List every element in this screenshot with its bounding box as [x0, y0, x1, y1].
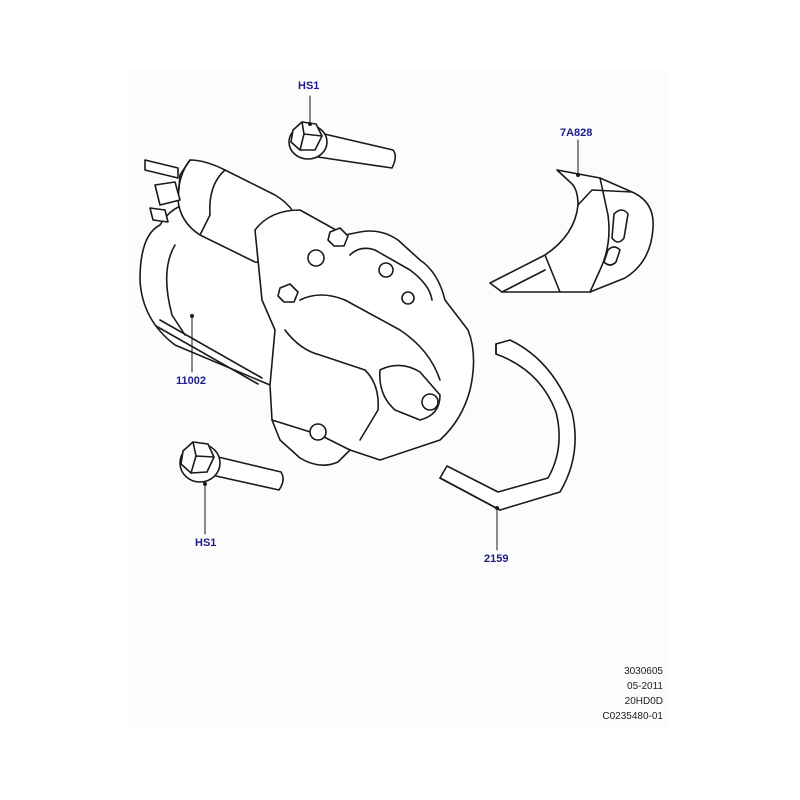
starter-motor[interactable]	[139, 159, 475, 466]
ref-number: 3030605	[624, 666, 663, 677]
callout-hs1-bottom[interactable]: HS1	[195, 537, 217, 549]
heat-shield[interactable]	[439, 339, 576, 511]
callout-2159[interactable]: 2159	[484, 553, 509, 565]
bolt-bottom[interactable]	[179, 441, 284, 491]
ref-date: 05-2011	[627, 681, 663, 692]
ref-catalog: C0235480-01	[602, 711, 663, 722]
heat-bracket[interactable]	[489, 169, 654, 293]
callout-11002[interactable]: 11002	[176, 375, 206, 387]
leader-lines	[190, 95, 580, 551]
bolt-top[interactable]	[288, 121, 397, 169]
callout-7a828[interactable]: 7A828	[560, 127, 593, 139]
ref-code: 20HD0D	[624, 696, 663, 707]
callout-hs1-top[interactable]: HS1	[298, 80, 320, 92]
